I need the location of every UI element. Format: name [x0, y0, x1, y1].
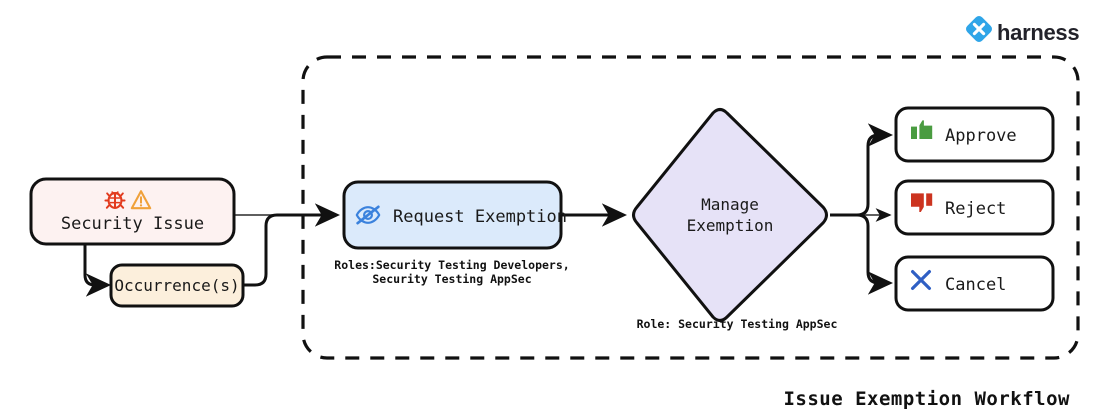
approve-box[interactable] — [894, 106, 1055, 163]
warning-triangle-icon — [130, 190, 152, 210]
manage-exemption-role-caption: Role: Security Testing AppSec — [637, 317, 838, 331]
diagram-title: Issue Exemption Workflow — [783, 388, 1070, 410]
harness-brand-label: harness — [997, 20, 1079, 45]
workflow-boundary-container — [301, 55, 1080, 360]
bug-icon — [104, 191, 126, 209]
edge-occurrences-to-request-exemption — [243, 203, 340, 287]
request-exemption-roles-line2: Security Testing AppSec — [372, 272, 531, 286]
edge-manage-exemption-to-cancel — [830, 213, 893, 295]
request-exemption-box[interactable] — [342, 180, 563, 250]
node-occurrences[interactable]: Occurrence(s) — [109, 263, 245, 308]
manage-exemption-diamond[interactable] — [632, 108, 828, 322]
cancel-box[interactable] — [894, 255, 1055, 312]
approve-label: Approve — [945, 126, 1017, 146]
harness-diamond-logo-icon — [966, 16, 992, 42]
node-cancel[interactable]: Cancel — [894, 255, 1055, 312]
occurrences-box[interactable] — [109, 263, 245, 308]
thumbs-down-icon — [911, 193, 933, 212]
security-issue-box[interactable] — [29, 177, 236, 246]
node-reject[interactable]: Reject — [894, 179, 1055, 236]
x-cross-icon — [911, 270, 931, 290]
eye-slash-icon — [355, 205, 381, 225]
edge-manage-exemption-to-approve — [830, 123, 893, 217]
node-security-issue[interactable]: Security Issue — [29, 177, 236, 246]
security-issue-label: Security Issue — [61, 214, 204, 234]
node-manage-exemption[interactable]: Manage Exemption Role: Security Testing … — [632, 108, 838, 332]
cancel-label: Cancel — [945, 275, 1006, 295]
node-request-exemption[interactable]: Request Exemption Roles:Security Testing… — [334, 180, 570, 286]
manage-exemption-label-line1: Manage — [701, 195, 759, 214]
occurrences-label: Occurrence(s) — [114, 276, 239, 295]
edge-security-issue-to-occurrences — [83, 243, 111, 297]
manage-exemption-label-line2: Exemption — [687, 216, 774, 235]
reject-box[interactable] — [894, 179, 1055, 236]
harness-brand: harness — [966, 16, 1080, 45]
request-exemption-roles-line1: Roles:Security Testing Developers, — [334, 258, 569, 272]
reject-label: Reject — [945, 199, 1006, 219]
request-exemption-label: Request Exemption — [393, 207, 567, 227]
thumbs-up-icon — [911, 120, 933, 139]
node-approve[interactable]: Approve — [894, 106, 1055, 163]
